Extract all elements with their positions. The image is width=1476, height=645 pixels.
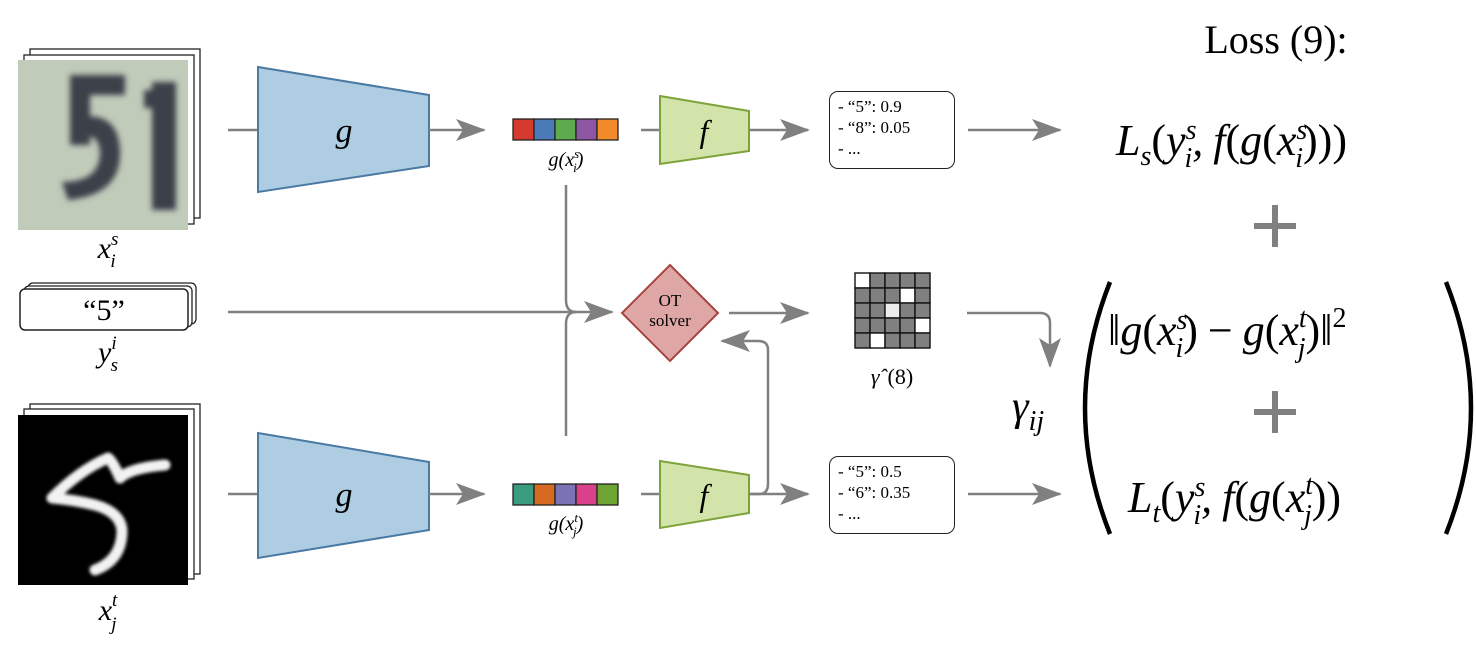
- coupling-cell: [869, 272, 886, 289]
- coupling-cell: [899, 332, 916, 349]
- coupling-cell: [884, 332, 901, 349]
- coupling-label: γ̂(8): [871, 364, 913, 389]
- coupling-cell: [899, 287, 916, 304]
- coupling-cell: [884, 302, 901, 319]
- source-embedding-cell: [575, 118, 598, 141]
- arrow-coupling-to-loss-weight: [967, 311, 1061, 368]
- source-embedding-cell: [512, 118, 535, 141]
- coupling-cell: [854, 272, 871, 289]
- target-embedding-vector: [512, 483, 619, 506]
- source-image: [18, 60, 188, 230]
- source-embedding-vector: [512, 118, 619, 141]
- source-image-stack: [18, 48, 201, 230]
- target-embedding-cell: [533, 483, 556, 506]
- source-embedding-cell: [554, 118, 577, 141]
- target-embedding-cell: [596, 483, 619, 506]
- connector-target-embedding-to-ot: [564, 310, 577, 436]
- coupling-cell: [854, 287, 871, 304]
- source-prediction-line: - ...: [838, 139, 861, 158]
- source-prediction-line: - “5”: 0.9: [838, 97, 902, 116]
- target-embedding-cell: [512, 483, 535, 506]
- coupling-cell: [884, 287, 901, 304]
- coupling-cell: [854, 332, 871, 349]
- target-prediction-line: - “5”: 0.5: [838, 462, 902, 481]
- coupling-cell: [914, 287, 931, 304]
- source-prediction-line: - “8”: 0.05: [838, 118, 911, 137]
- right-paren: [1443, 281, 1474, 535]
- encoder-g-source: [257, 65, 430, 194]
- coupling-cell: [854, 302, 871, 319]
- left-paren: [1082, 281, 1113, 535]
- ot-solver-label-line1: OT: [659, 291, 682, 310]
- encoder-g-target: [257, 431, 430, 560]
- encoder-g-target-label: g: [336, 477, 353, 514]
- source-label-value: “5”: [83, 294, 125, 327]
- classifier-f-source: [659, 94, 750, 166]
- loss-title: Loss (9):: [1204, 17, 1347, 62]
- source-label-stack: [19, 282, 197, 331]
- target-predictions-box: - “5”: 0.5 - “6”: 0.35 - ...: [829, 456, 955, 534]
- target-prediction-line: - ...: [838, 504, 861, 523]
- coupling-cell: [869, 287, 886, 304]
- target-image-stack: [18, 403, 201, 585]
- classifier-f-target: [659, 459, 750, 530]
- arrow-target-predictions-to-ot: [720, 330, 770, 496]
- coupling-cell: [869, 317, 886, 334]
- coupling-cell: [869, 332, 886, 349]
- target-embedding-cell: [575, 483, 598, 506]
- ot-solver-node: [620, 263, 720, 363]
- plus-sign-middle: [1254, 391, 1296, 433]
- encoder-g-source-label: g: [336, 113, 353, 150]
- coupling-cell: [854, 317, 871, 334]
- ot-solver-label-line2: solver: [649, 311, 691, 330]
- coupling-cell: [884, 317, 901, 334]
- target-prediction-line: - “6”: 0.35: [838, 483, 911, 502]
- label-sheet-front: [19, 288, 189, 331]
- loss-weight-gamma: γij: [1012, 384, 1044, 437]
- coupling-cell: [899, 272, 916, 289]
- coupling-cell: [914, 272, 931, 289]
- coupling-cell: [899, 317, 916, 334]
- coupling-cell: [884, 272, 901, 289]
- plus-sign-top: [1254, 205, 1296, 247]
- coupling-cell: [869, 302, 886, 319]
- coupling-matrix: [854, 272, 931, 349]
- connector-source-embedding-to-ot: [564, 185, 577, 314]
- coupling-cell: [914, 332, 931, 349]
- target-embedding-cell: [554, 483, 577, 506]
- coupling-cell: [914, 302, 931, 319]
- coupling-cell: [899, 302, 916, 319]
- source-embedding-cell: [533, 118, 556, 141]
- coupling-cell: [914, 317, 931, 334]
- source-predictions-box: - “5”: 0.9 - “8”: 0.05 - ...: [829, 91, 955, 169]
- source-embedding-cell: [596, 118, 619, 141]
- target-image: [18, 415, 188, 585]
